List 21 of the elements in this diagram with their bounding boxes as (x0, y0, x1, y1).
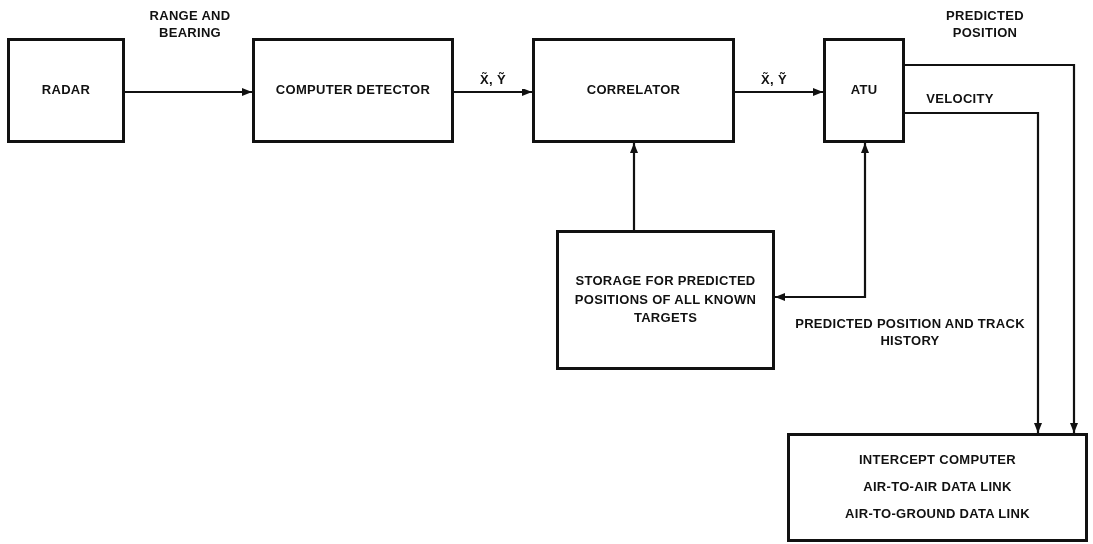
process-box (532, 38, 735, 143)
box-label: INTERCEPT COMPUTER (857, 451, 1018, 470)
process-box (556, 230, 775, 370)
arrow (125, 88, 252, 96)
box-label: RADAR (40, 81, 92, 100)
arrow (905, 111, 1042, 433)
box-label: AIR-TO-GROUND DATA LINK (844, 504, 1031, 523)
box-label: ATU (849, 81, 879, 100)
arrow (630, 143, 638, 230)
process-box (787, 433, 1088, 542)
box-label: CORRELATOR (585, 81, 682, 100)
arrow (735, 88, 823, 96)
process-box (7, 38, 125, 143)
box-label: COMPUTER DETECTOR (274, 81, 432, 100)
process-box (823, 38, 905, 143)
arrow (454, 88, 532, 96)
box-label: STORAGE FOR PREDICTED POSITIONS OF ALL KNOWN TARGETS (573, 271, 758, 328)
arrow (905, 63, 1078, 433)
process-box (252, 38, 454, 143)
box-label: AIR-TO-AIR DATA LINK (862, 478, 1013, 497)
arrow (775, 143, 869, 301)
